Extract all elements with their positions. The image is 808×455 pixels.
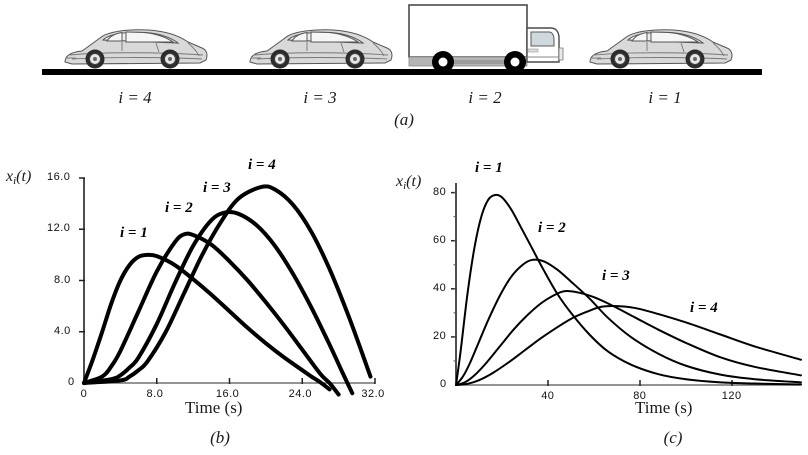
platoon-label-i3: i = 3 <box>303 88 337 107</box>
panel-a-platoon-diagram: i = 4 i = 3 i = 2 i = 1 (a) <box>0 0 808 140</box>
road-line <box>42 69 762 75</box>
panel-c-caption: (c) <box>663 428 683 447</box>
panel-c-chart: xi(t) i = 1 i = 2 i = 3 i = 4 Time (s) (… <box>390 140 808 455</box>
curve-series-1 <box>82 252 332 392</box>
platoon-label-i1: i = 1 <box>648 88 682 107</box>
panel-b-curve-label-i1: i = 1 <box>120 225 148 241</box>
curve-series-1 <box>455 193 802 386</box>
curve-series-4 <box>455 305 802 386</box>
xtick-label: 8.0 <box>146 388 164 400</box>
panel-a-caption: (a) <box>394 110 414 129</box>
car-wheel-front <box>685 49 705 69</box>
xtick-label: 24.0 <box>288 388 313 400</box>
panel-b-curve-label-i4: i = 4 <box>248 157 276 173</box>
panel-b-chart: xi(t) i = 1 i = 2 i = 3 i = 4 Time (s) (… <box>0 140 400 455</box>
curve-series-2 <box>82 231 341 397</box>
ytick-label: 0 <box>440 378 447 390</box>
car-icon <box>249 29 393 69</box>
ytick-label: 60 <box>433 233 447 246</box>
panel-c-curve-label-i1: i = 1 <box>475 160 503 176</box>
ytick-label: 16.0 <box>47 171 71 183</box>
ytick-label: 40 <box>433 281 447 294</box>
curve-series-4 <box>82 184 373 385</box>
panel-b-xlabel: Time (s) <box>185 398 243 417</box>
xtick-label: 120 <box>721 390 742 402</box>
panel-b-plot-area <box>79 177 376 397</box>
vehicle-car-i3 <box>245 22 395 72</box>
ytick-label: 0 <box>68 376 75 388</box>
truck-icon <box>408 4 564 73</box>
car-wheel-rear <box>85 49 105 69</box>
xtick-label: 80 <box>633 390 647 402</box>
xtick-label: 40 <box>541 390 555 402</box>
panel-c-ylabel: xi(t) <box>396 173 422 192</box>
panel-b-curve-label-i2: i = 2 <box>165 200 193 216</box>
truck-wheel-front <box>504 51 526 73</box>
curve-series-3 <box>455 290 802 386</box>
panel-b-curve-label-i3: i = 3 <box>203 180 231 196</box>
ytick-label: 12.0 <box>47 222 71 235</box>
truck-wheel-rear <box>432 51 454 73</box>
panel-c-curve-label-i3: i = 3 <box>602 268 630 284</box>
vehicle-car-i1 <box>585 22 735 72</box>
ytick-label: 8.0 <box>54 273 71 286</box>
car-wheel-front <box>345 49 365 69</box>
panel-c-curve-label-i4: i = 4 <box>690 300 718 316</box>
platoon-label-i4: i = 4 <box>118 88 152 107</box>
car-wheel-front <box>160 49 180 69</box>
ytick-label: 20 <box>433 329 447 342</box>
xtick-label: 32.0 <box>361 388 385 400</box>
curve-series-2 <box>455 258 802 386</box>
panel-c-xlabel: Time (s) <box>635 398 693 417</box>
ytick-label: 80 <box>433 185 447 198</box>
curve-series-3 <box>82 209 355 396</box>
xtick-label: 0 <box>80 388 88 400</box>
car-wheel-rear <box>610 49 630 69</box>
platoon-label-i2: i = 2 <box>468 88 502 107</box>
car-wheel-rear <box>270 49 290 69</box>
xtick-label: 16.0 <box>215 388 240 400</box>
panel-b-ylabel: xi(t) <box>6 168 32 187</box>
car-icon <box>589 29 733 69</box>
vehicle-truck-i2 <box>405 2 565 74</box>
panel-b-caption: (b) <box>210 428 230 447</box>
ytick-label: 4.0 <box>54 324 71 337</box>
vehicle-car-i4 <box>60 22 210 72</box>
car-icon <box>64 29 208 69</box>
panel-c-plot-area <box>451 183 802 386</box>
panel-c-curve-label-i2: i = 2 <box>538 220 566 236</box>
